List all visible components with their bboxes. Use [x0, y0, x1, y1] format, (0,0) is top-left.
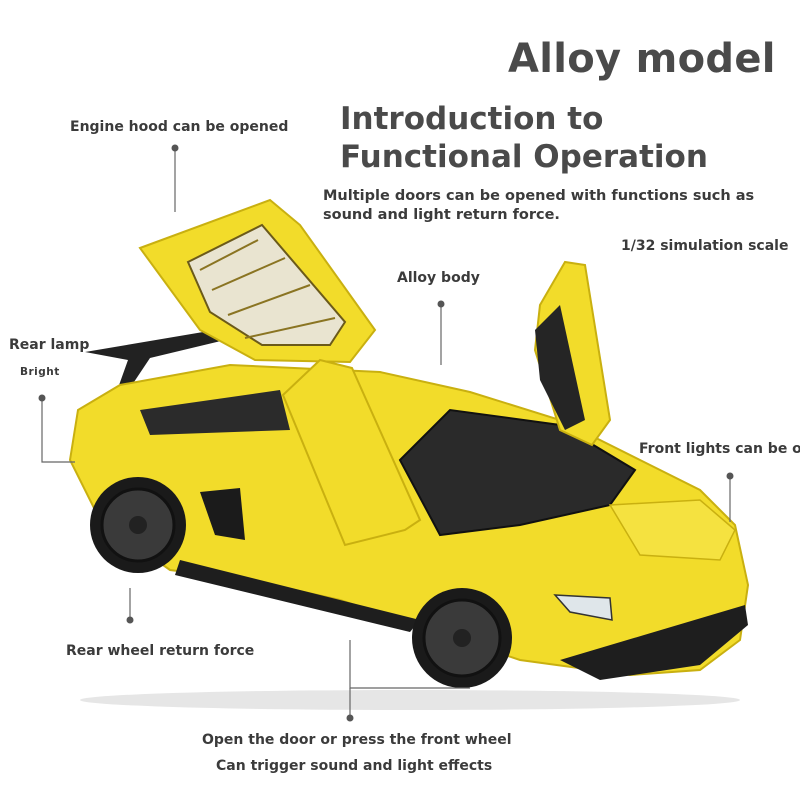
- front-lights-label: Front lights can be on: [639, 441, 800, 457]
- page-title: Alloy model: [508, 36, 776, 82]
- scale-label: 1/32 simulation scale: [621, 238, 789, 254]
- rear-wheel: [90, 477, 186, 573]
- open-door-label-line1: Open the door or press the front wheel: [202, 732, 512, 748]
- side-intake: [200, 488, 245, 540]
- rear-spoiler: [85, 330, 225, 388]
- engine-hood-ribs: [199, 239, 336, 339]
- alloy-body-label: Alloy body: [397, 270, 480, 286]
- windshield: [398, 408, 637, 537]
- front-wheel: [412, 588, 512, 688]
- rear-lamp-sublabel: Bright: [20, 366, 60, 378]
- side-skirt: [175, 560, 420, 632]
- engine-hood-label: Engine hood can be opened: [70, 119, 289, 135]
- right-door-interior: [535, 305, 585, 430]
- front-hood: [608, 499, 736, 561]
- rear-wheel-label: Rear wheel return force: [66, 643, 255, 659]
- floor-shadow: [80, 690, 740, 710]
- headlight: [553, 594, 613, 621]
- left-door-open: [281, 358, 422, 547]
- engine-cover: [140, 390, 290, 435]
- rear-lamp-label: Rear lamp: [9, 337, 90, 353]
- feature-description: Multiple doors can be opened with functi…: [323, 188, 755, 223]
- front-splitter: [560, 605, 748, 680]
- open-door-label-line2: Can trigger sound and light effects: [216, 758, 493, 774]
- page-subtitle: Introduction to Functional Operation: [340, 101, 708, 175]
